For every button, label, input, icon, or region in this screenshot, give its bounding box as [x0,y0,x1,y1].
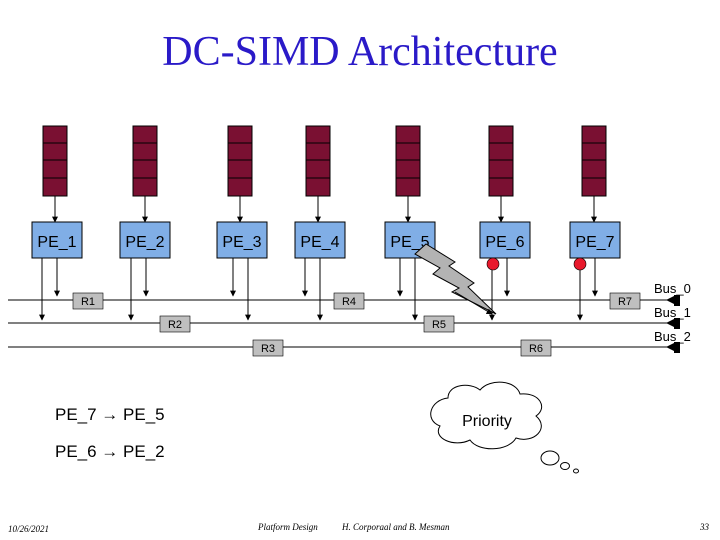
router-r5: R5 [423,315,455,333]
pe-label: PE_3 [222,234,261,251]
register-stack-pe5 [395,125,421,197]
conflict-arrow [454,291,493,315]
pe-label: PE_7 [575,234,614,251]
pe-box-1: PE_1 [31,221,83,259]
bus-0-label: Bus_0 [654,281,691,296]
register-stack-pe6 [488,125,514,197]
register-stack-pe3 [227,125,253,197]
routers: R1 R2 R3 R4 R5 R6 R7 [72,292,641,357]
footer-authors: H. Corporaal and B. Mesman [342,522,450,532]
register-stacks [42,125,607,197]
pe-label: PE_5 [390,234,429,251]
svg-text:R1: R1 [81,296,95,308]
priority-label: Priority [462,413,512,430]
router-r7: R7 [609,292,641,310]
processing-elements: PE_1 PE_2 PE_3 PE_4 PE_5 PE_6 PE_7 [31,221,621,259]
priority-thought-bubble: Priority [430,381,579,474]
transfer-note: PE_7 → PE_5 [55,405,165,424]
register-stack-pe7 [581,125,607,197]
conflict-marker [573,257,587,271]
transfer-note: PE_6 → PE_2 [55,442,165,461]
pe-label: PE_2 [125,234,164,251]
pe-label: PE_6 [485,234,524,251]
footer-page-number: 33 [700,522,709,532]
router-r6: R6 [520,339,552,357]
footer-date: 10/26/2021 [8,524,50,534]
svg-text:R7: R7 [618,296,632,308]
register-pe-connections [52,196,597,223]
bus-2-label: Bus_2 [654,329,691,344]
bus-2-terminator-icon [666,342,680,353]
register-stack-pe2 [132,125,158,197]
pe-box-2: PE_2 [119,221,171,259]
pe-box-5: PE_5 [384,221,436,259]
bus-0-terminator-icon [666,295,680,306]
pe-box-3: PE_3 [216,221,268,259]
bus-terminators [666,295,680,353]
pe-box-4: PE_4 [294,221,346,259]
pe-label: PE_1 [37,234,76,251]
router-r3: R3 [252,339,284,357]
svg-text:R5: R5 [432,319,446,331]
svg-text:R4: R4 [342,296,356,308]
svg-text:R6: R6 [529,343,543,355]
register-stack-pe1 [42,125,68,197]
router-r4: R4 [333,292,365,310]
bus-1-label: Bus_1 [654,305,691,320]
svg-text:R2: R2 [168,319,182,331]
pe-box-7: PE_7 [569,221,621,259]
footer-course: Platform Design [258,522,318,532]
pe-bus-connections [39,258,598,321]
router-r1: R1 [72,292,104,310]
pe-box-6: PE_6 [479,221,531,259]
slide-title: DC-SIMD Architecture [162,29,558,75]
svg-text:R3: R3 [261,343,275,355]
pe-label: PE_4 [300,234,339,251]
register-stack-pe4 [305,125,331,197]
router-r2: R2 [159,315,191,333]
bus-labels: Bus_0 Bus_1 Bus_2 [654,281,691,344]
bus-1-terminator-icon [666,318,680,329]
conflict-marker [486,257,500,271]
